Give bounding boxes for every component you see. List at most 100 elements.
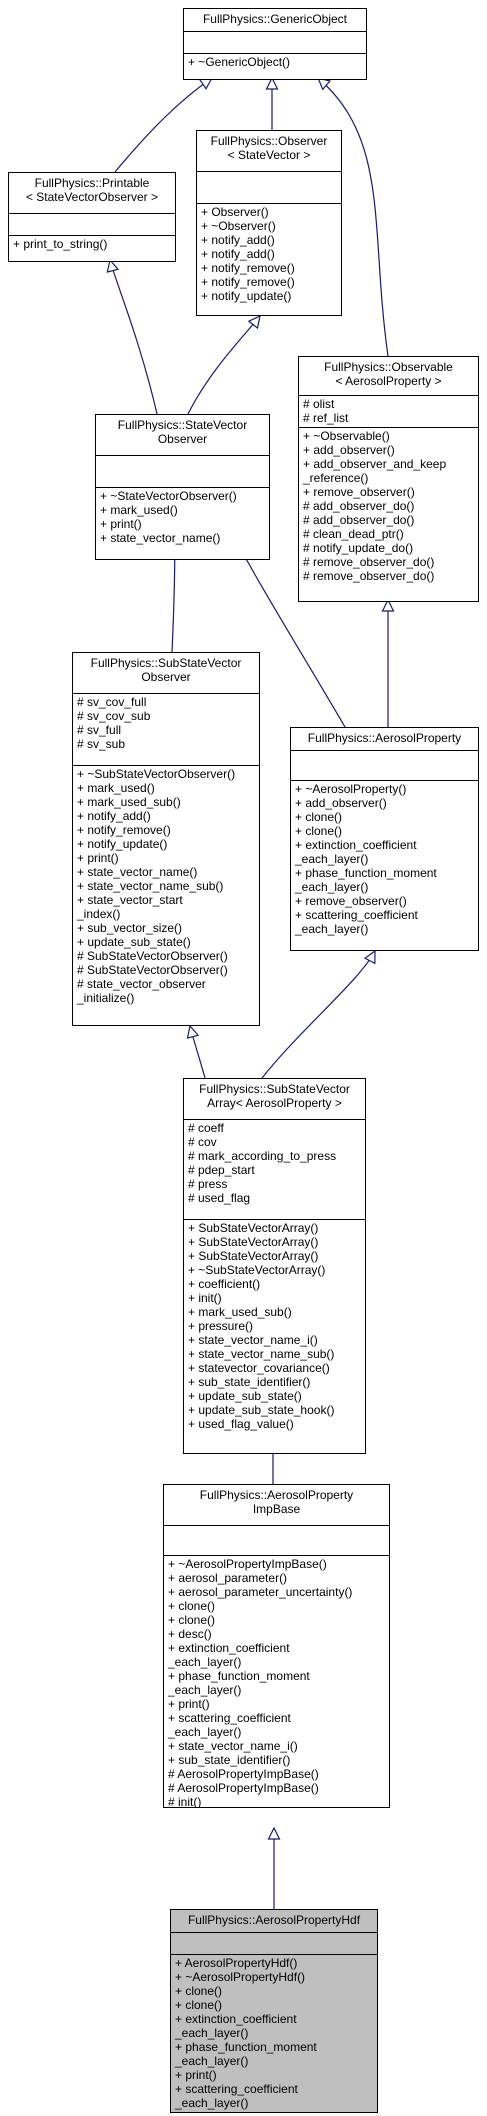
class-name-aerosolprop: FullPhysics::AerosolProperty (291, 728, 478, 750)
method-line: + extinction_coefficient (168, 1641, 290, 1655)
method-line: + SubStateVectorArray() (188, 1221, 319, 1235)
class-name-observable: FullPhysics::Observable< AerosolProperty… (299, 357, 478, 395)
method-line: + statevector_covariance() (188, 1361, 330, 1375)
class-name-line: < StateVectorObserver > (25, 190, 159, 204)
class-attributes-subsvobserver: # sv_cov_full# sv_cov_sub# sv_full# sv_s… (73, 693, 259, 765)
class-box-hdf[interactable]: FullPhysics::AerosolPropertyHdf+ Aerosol… (170, 1909, 378, 2113)
class-attributes-svobserver (96, 455, 269, 487)
method-line: + mark_used() (100, 503, 178, 517)
method-line: _each_layer() (175, 2026, 249, 2040)
method-line: + sub_state_identifier() (188, 1375, 311, 1389)
method-line: _initialize() (77, 991, 135, 1005)
class-box-generic[interactable]: FullPhysics::GenericObject+ ~GenericObje… (183, 8, 367, 80)
inheritance-edge-printable-to-generic (114, 77, 213, 173)
class-box-aerosolprop[interactable]: FullPhysics::AerosolProperty+ ~AerosolPr… (290, 727, 479, 951)
method-line: + clone() (295, 824, 343, 838)
class-name-hdf: FullPhysics::AerosolPropertyHdf (171, 1910, 377, 1932)
class-name-line: FullPhysics::AerosolPropertyHdf (187, 1913, 361, 1927)
class-methods-aerosolprop: + ~AerosolProperty()+ add_observer()+ cl… (291, 780, 478, 950)
attribute-line: # used_flag (188, 1191, 251, 1205)
class-name-printable: FullPhysics::Printable< StateVectorObser… (9, 173, 175, 213)
method-line: + used_flag_value() (188, 1417, 294, 1431)
method-line: # init() (168, 1795, 202, 1807)
method-line: + print() (168, 1697, 210, 1711)
method-line: + add_observer_and_keep (303, 457, 447, 471)
attribute-line: # sv_cov_sub (77, 709, 151, 723)
method-line: # AerosolPropertyImpBase() (168, 1781, 319, 1795)
class-box-observer[interactable]: FullPhysics::Observer< StateVector >+ Ob… (196, 130, 342, 316)
method-line: + notify_add() (201, 233, 275, 247)
inheritance-edge-subsvarray-to-aerosolprop (261, 950, 376, 1079)
inheritance-arrowhead-impbase (267, 1826, 281, 1840)
class-name-line: FullPhysics::AerosolProperty (199, 1488, 354, 1502)
method-line: + print() (175, 2068, 217, 2082)
method-line: # SubStateVectorObserver() (77, 949, 228, 963)
method-line: + notify_remove() (201, 275, 295, 289)
method-line: + ~Observable() (303, 429, 390, 443)
class-name-line: < AerosolProperty > (335, 374, 442, 388)
class-name-line: Observer (157, 432, 208, 446)
method-line: # notify_update_do() (303, 541, 414, 555)
class-name-line: FullPhysics::StateVector (117, 418, 248, 432)
method-line: _each_layer() (175, 2054, 249, 2068)
class-attributes-observer (197, 171, 341, 203)
class-name-line: ImpBase (252, 1502, 301, 1516)
method-line: + scattering_coefficient (175, 2082, 298, 2096)
method-line: + notify_remove() (77, 823, 171, 837)
method-line: + clone() (168, 1613, 216, 1627)
method-line: + ~StateVectorObserver() (100, 489, 237, 503)
class-attributes-printable (9, 213, 175, 235)
class-box-observable[interactable]: FullPhysics::Observable< AerosolProperty… (298, 356, 479, 602)
method-line: _each_layer() (295, 852, 369, 866)
method-line: + clone() (168, 1599, 216, 1613)
method-line: + clone() (175, 1998, 223, 2012)
attribute-line: # sv_cov_full (77, 695, 147, 709)
method-line: + add_observer() (303, 443, 395, 457)
class-methods-observable: + ~Observable()+ add_observer()+ add_obs… (299, 427, 478, 601)
method-line: + aerosol_parameter() (168, 1571, 288, 1585)
class-box-printable[interactable]: FullPhysics::Printable< StateVectorObser… (8, 172, 176, 262)
inheritance-arrowhead-observer (247, 314, 261, 330)
method-line: + clone() (295, 810, 343, 824)
method-line: + update_sub_state() (188, 1389, 302, 1403)
class-name-line: FullPhysics::Observer (210, 134, 328, 148)
method-line: _each_layer() (295, 880, 369, 894)
class-attributes-hdf (171, 1932, 377, 1954)
attribute-line: # press (188, 1177, 228, 1191)
class-name-line: FullPhysics::Observable (324, 360, 453, 374)
method-line: _each_layer() (168, 1655, 242, 1669)
class-name-line: FullPhysics::Printable (34, 176, 150, 190)
inheritance-edge-svobserver-to-observer (187, 315, 261, 415)
inheritance-arrowhead-aerosolprop (363, 949, 376, 965)
method-line: # SubStateVectorObserver() (77, 963, 228, 977)
method-line: + remove_observer() (295, 894, 407, 908)
attribute-line: # olist (303, 397, 335, 411)
class-methods-subsvobserver: + ~SubStateVectorObserver()+ mark_used()… (73, 765, 259, 1025)
method-line: + sub_vector_size() (77, 921, 183, 935)
class-methods-printable: + print_to_string() (9, 235, 175, 261)
class-name-line: Array< AerosolProperty > (207, 1096, 342, 1110)
method-line: + state_vector_name() (77, 865, 198, 879)
inheritance-arrowhead-printable (106, 258, 120, 273)
method-line: + coefficient() (188, 1277, 261, 1291)
attribute-line: # sv_full (77, 723, 122, 737)
method-line: _each_layer() (175, 2096, 249, 2110)
method-line: # add_observer_do() (303, 513, 415, 527)
attribute-line: # mark_according_to_press (188, 1149, 337, 1163)
method-line: + add_observer() (295, 796, 387, 810)
method-line: + update_sub_state_hook() (188, 1403, 335, 1417)
inheritance-arrowhead-observable (381, 598, 395, 612)
class-name-line: FullPhysics::AerosolProperty (307, 731, 462, 745)
method-line: + print() (100, 517, 142, 531)
attribute-line: # sv_sub (77, 737, 126, 751)
method-line: # AerosolPropertyImpBase() (168, 1767, 319, 1781)
method-line: + pressure() (188, 1319, 254, 1333)
method-line: + print_to_string() (13, 237, 108, 251)
class-name-line: < StateVector > (227, 148, 311, 162)
